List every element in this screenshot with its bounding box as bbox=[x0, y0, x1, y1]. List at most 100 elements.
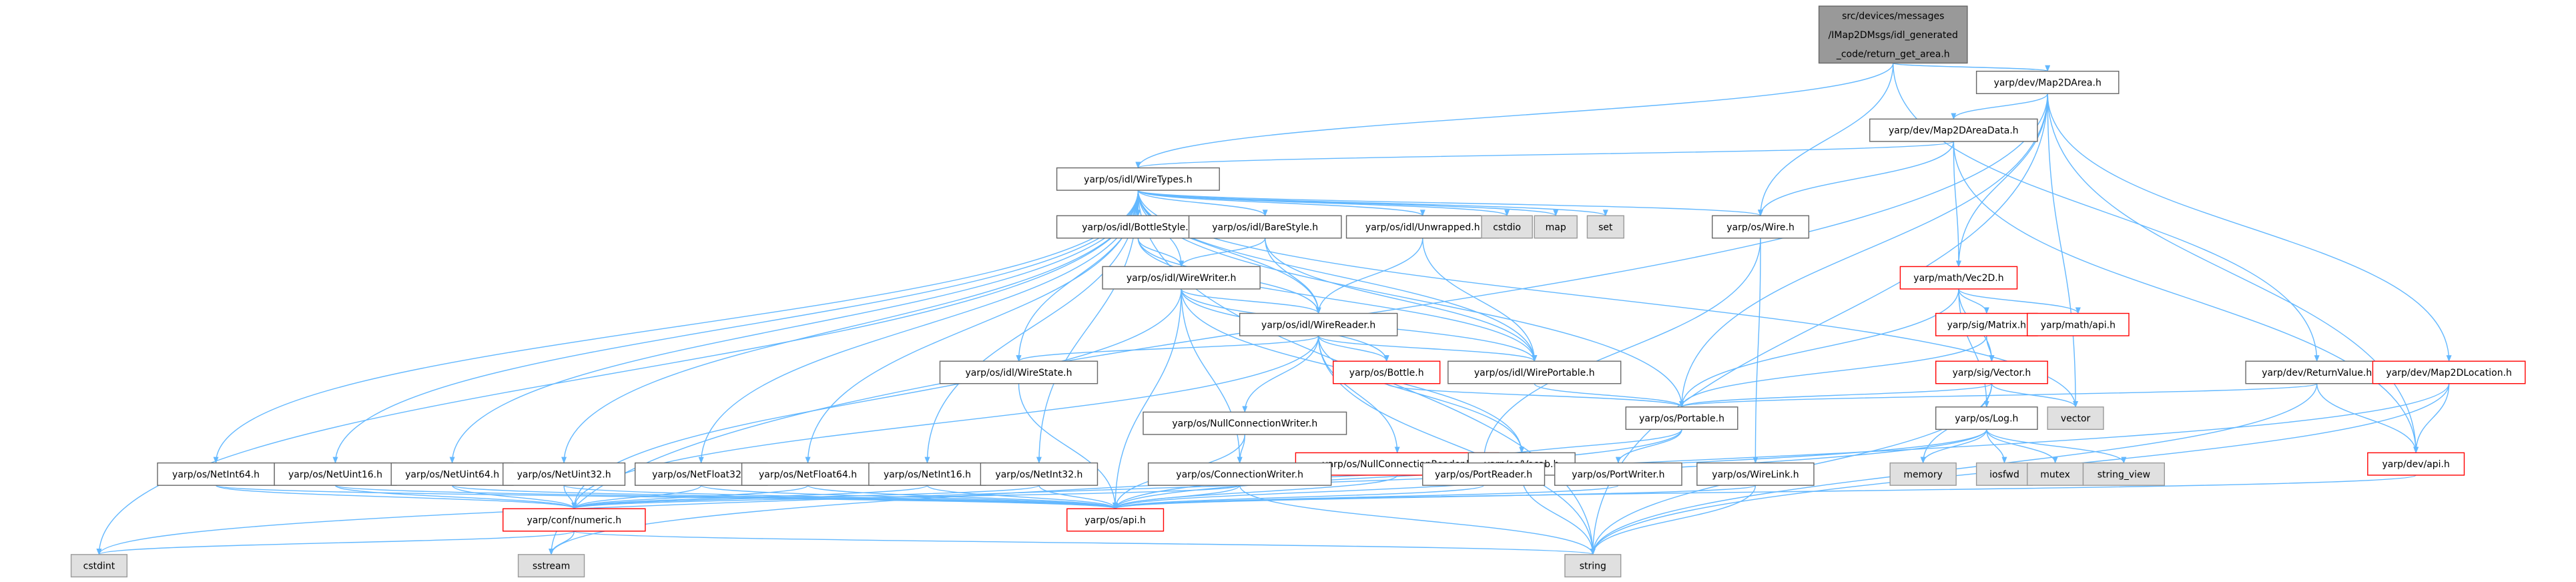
graph-node-osapi[interactable]: yarp/os/api.h bbox=[1066, 508, 1165, 532]
graph-node-netfloat64[interactable]: yarp/os/NetFloat64.h bbox=[741, 462, 875, 486]
include-edge-map2darea-to-devapi bbox=[2047, 93, 2419, 454]
graph-node-portwriter[interactable]: yarp/os/PortWriter.h bbox=[1554, 462, 1682, 486]
node-box bbox=[70, 554, 128, 578]
graph-node-wirestate[interactable]: yarp/os/idl/WireState.h bbox=[939, 360, 1098, 384]
include-edge-netint64-to-confnumeric bbox=[215, 485, 577, 510]
include-edge-map2dareadata-to-devapi bbox=[1953, 141, 2419, 454]
graph-node-confnumeric[interactable]: yarp/conf/numeric.h bbox=[503, 508, 646, 532]
include-edge-wirelink-to-string bbox=[1590, 485, 1756, 555]
include-edge-barestyle-to-wireportable bbox=[1265, 238, 1538, 362]
graph-node-netint64[interactable]: yarp/os/NetInt64.h bbox=[157, 462, 275, 486]
include-edge-map2dlocation-to-devapi bbox=[2413, 383, 2450, 454]
graph-node-vector[interactable]: yarp/sig/Vector.h bbox=[1935, 360, 2048, 384]
graph-node-devapi[interactable]: yarp/dev/api.h bbox=[2367, 452, 2465, 476]
node-box bbox=[1481, 215, 1533, 239]
node-box bbox=[1345, 215, 1500, 239]
graph-node-netuint32[interactable]: yarp/os/NetUint32.h bbox=[503, 462, 626, 486]
node-box bbox=[1586, 215, 1624, 239]
graph-node-wire[interactable]: yarp/os/Wire.h bbox=[1712, 215, 1810, 239]
graph-node-netint16[interactable]: yarp/os/NetInt16.h bbox=[868, 462, 986, 486]
graph-node-wirereader[interactable]: yarp/os/idl/WireReader.h bbox=[1239, 312, 1398, 336]
include-edge-log-to-string_view bbox=[1986, 429, 2127, 464]
include-edge-wiretypes-to-netint64 bbox=[213, 190, 1139, 464]
graph-node-returnvalue[interactable]: yarp/dev/ReturnValue.h bbox=[2245, 360, 2389, 384]
graph-node-unwrapped[interactable]: yarp/os/idl/Unwrapped.h bbox=[1345, 215, 1500, 239]
node-box bbox=[1147, 462, 1332, 486]
node-box bbox=[1889, 462, 1957, 486]
graph-node-netuint64[interactable]: yarp/os/NetUint64.h bbox=[390, 462, 514, 486]
graph-node-mathapi[interactable]: yarp/math/api.h bbox=[2027, 312, 2130, 336]
graph-node-memory: memory bbox=[1889, 462, 1957, 486]
node-box bbox=[1534, 215, 1578, 239]
graph-node-map2darea[interactable]: yarp/dev/Map2DArea.h bbox=[1975, 71, 2120, 94]
include-edge-netint32-to-osapi bbox=[1038, 485, 1118, 510]
graph-node-string_view: string_view bbox=[2082, 462, 2166, 486]
include-edge-map2darea-to-vectorstd bbox=[2047, 93, 2079, 408]
node-label: yarp/os/idl/WirePortable.h bbox=[1474, 368, 1595, 378]
graph-node-cstdint: cstdint bbox=[70, 554, 128, 578]
graph-node-portable[interactable]: yarp/os/Portable.h bbox=[1625, 406, 1738, 430]
node-box bbox=[1143, 411, 1347, 435]
node-label: yarp/os/ConnectionWriter.h bbox=[1176, 469, 1303, 480]
include-edge-map2dareadata-to-wire bbox=[1758, 141, 1955, 217]
graph-node-portreader[interactable]: yarp/os/PortReader.h bbox=[1422, 462, 1546, 486]
graph-node-wireportable[interactable]: yarp/os/idl/WirePortable.h bbox=[1447, 360, 1622, 384]
include-edge-vec2d-to-portable bbox=[1679, 288, 1959, 408]
include-edge-wirereader-to-wireportable bbox=[1317, 335, 1538, 362]
include-edge-netuint16-to-confnumeric bbox=[334, 485, 577, 510]
graph-node-wirelink[interactable]: yarp/os/WireLink.h bbox=[1696, 462, 1815, 486]
graph-node-map2dareadata[interactable]: yarp/dev/Map2DAreaData.h bbox=[1869, 118, 2038, 142]
node-label: yarp/math/Vec2D.h bbox=[1913, 273, 2003, 284]
node-label: /IMap2DMsgs/idl_generated bbox=[1829, 30, 1958, 41]
graph-node-map: map bbox=[1534, 215, 1578, 239]
include-edge-netfloat64-to-osapi bbox=[807, 485, 1118, 510]
include-edge-bottlestyle-to-wirewriter bbox=[1137, 238, 1185, 268]
node-label: yarp/dev/api.h bbox=[2382, 459, 2449, 470]
graph-node-wiretypes[interactable]: yarp/os/idl/WireTypes.h bbox=[1056, 167, 1220, 191]
node-box bbox=[2082, 462, 2166, 486]
node-box bbox=[1422, 462, 1546, 486]
graph-node-connwriter[interactable]: yarp/os/ConnectionWriter.h bbox=[1147, 462, 1332, 486]
include-edge-vector-to-vectorstd bbox=[1991, 383, 2079, 408]
node-box bbox=[1333, 360, 1441, 384]
graph-node-map2dlocation[interactable]: yarp/dev/Map2DLocation.h bbox=[2372, 360, 2526, 384]
include-edge-vector-to-portable bbox=[1679, 383, 1993, 408]
graph-node-netuint16[interactable]: yarp/os/NetUint16.h bbox=[274, 462, 397, 486]
include-edge-netint32-to-confnumeric bbox=[571, 485, 1040, 510]
include-edge-wiretypes-to-set bbox=[1137, 190, 1608, 217]
node-label: memory bbox=[1903, 469, 1943, 480]
graph-node-vec2d[interactable]: yarp/math/Vec2D.h bbox=[1899, 266, 2018, 290]
node-label: yarp/os/NetFloat32.h bbox=[652, 469, 750, 480]
graph-node-netint32[interactable]: yarp/os/NetInt32.h bbox=[980, 462, 1098, 486]
graph-node-nullconnwriter[interactable]: yarp/os/NullConnectionWriter.h bbox=[1143, 411, 1347, 435]
node-label: sstream bbox=[533, 561, 570, 572]
include-edge-bottle-to-portable bbox=[1386, 383, 1684, 408]
node-label: yarp/os/WireLink.h bbox=[1712, 469, 1799, 480]
node-box bbox=[868, 462, 986, 486]
node-box bbox=[1625, 406, 1738, 430]
graph-node-bottle[interactable]: yarp/os/Bottle.h bbox=[1333, 360, 1441, 384]
node-label: yarp/os/Wire.h bbox=[1726, 222, 1795, 233]
node-box bbox=[1447, 360, 1622, 384]
include-edge-map2darea-to-vec2d bbox=[1955, 93, 2048, 268]
graph-node-matrix[interactable]: yarp/sig/Matrix.h bbox=[1935, 312, 2038, 336]
include-edge-wireportable-to-portable bbox=[1534, 383, 1684, 408]
graph-node-log[interactable]: yarp/os/Log.h bbox=[1935, 406, 2038, 430]
node-label: mutex bbox=[2040, 469, 2070, 480]
include-edge-vocab-to-string bbox=[1521, 475, 1596, 555]
node-label: yarp/os/idl/WireReader.h bbox=[1261, 320, 1375, 330]
include-edge-returnvalue-to-portable bbox=[1679, 383, 2318, 408]
graph-node-vectorstd: vector bbox=[2047, 406, 2104, 430]
include-edge-wiretypes-to-netfloat64 bbox=[805, 190, 1139, 464]
include-edge-log-to-iosfwd bbox=[1986, 429, 2007, 464]
include-edge-map2darea-to-portable bbox=[1679, 93, 2048, 408]
include-edge-wiretypes-to-netint32 bbox=[1036, 190, 1139, 464]
graph-node-barestyle[interactable]: yarp/os/idl/BareStyle.h bbox=[1188, 215, 1342, 239]
node-label: yarp/os/PortReader.h bbox=[1435, 469, 1532, 480]
graph-node-root[interactable]: src/devices/messages/IMap2DMsgs/idl_gene… bbox=[1818, 5, 1968, 64]
include-edge-wiretypes-to-netfloat32 bbox=[698, 190, 1139, 464]
graph-node-wirewriter[interactable]: yarp/os/idl/WireWriter.h bbox=[1102, 266, 1261, 290]
node-label: yarp/os/idl/WireState.h bbox=[965, 368, 1072, 378]
node-label: yarp/os/NetUint64.h bbox=[405, 469, 499, 480]
node-box bbox=[503, 508, 646, 532]
